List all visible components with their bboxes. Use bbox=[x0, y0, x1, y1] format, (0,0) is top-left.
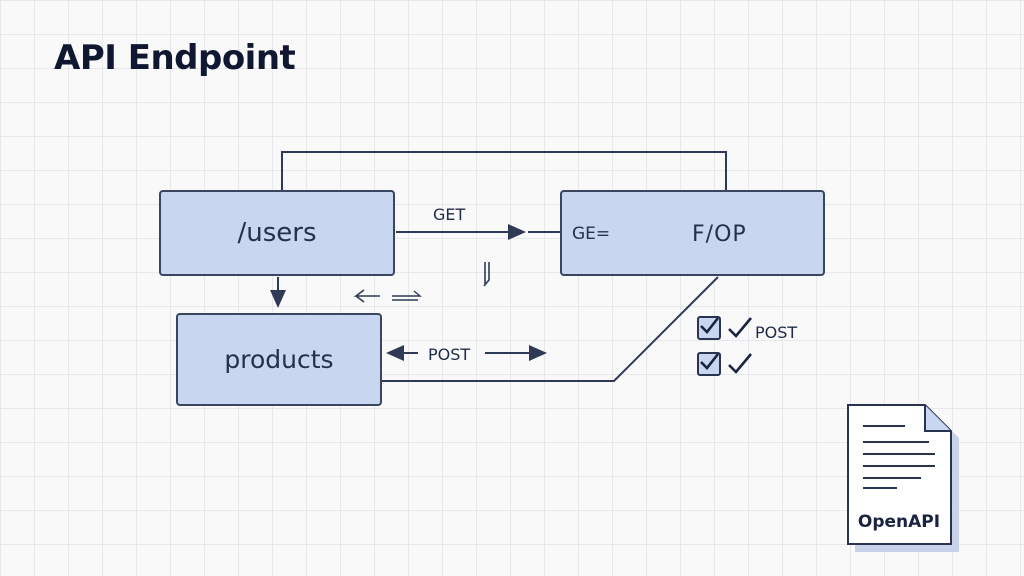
forward-arrow-glyph bbox=[392, 290, 422, 301]
return-arrow-glyph bbox=[353, 289, 380, 303]
document-icon bbox=[847, 404, 959, 552]
openapi-document[interactable]: OpenAPI bbox=[847, 404, 963, 554]
users-endpoint-node[interactable]: /users bbox=[159, 190, 395, 276]
post-check-label: POST bbox=[755, 323, 798, 342]
page-title: API Endpoint bbox=[54, 38, 296, 78]
post-edge-label: POST bbox=[428, 345, 471, 364]
checkbox-icon bbox=[697, 352, 721, 376]
products-to-right-connector bbox=[382, 276, 719, 382]
users-endpoint-label: /users bbox=[237, 218, 317, 248]
method-endpoint-node[interactable]: GE= F/OP bbox=[560, 190, 825, 276]
openapi-label: OpenAPI bbox=[857, 512, 941, 532]
double-arrow-glyph bbox=[483, 262, 490, 287]
top-loop-connector bbox=[281, 151, 727, 190]
products-endpoint-node[interactable]: products bbox=[176, 313, 382, 406]
checkbox-icon bbox=[697, 316, 721, 340]
method-node-label-a: GE= bbox=[572, 224, 611, 244]
post-check-row bbox=[697, 316, 753, 340]
get-edge-label: GET bbox=[433, 205, 466, 224]
products-endpoint-label: products bbox=[224, 345, 334, 374]
check-mark-icon bbox=[728, 353, 752, 374]
method-node-label-b: F/OP bbox=[692, 222, 747, 247]
second-check-row bbox=[697, 352, 753, 376]
check-mark-icon bbox=[728, 317, 752, 338]
